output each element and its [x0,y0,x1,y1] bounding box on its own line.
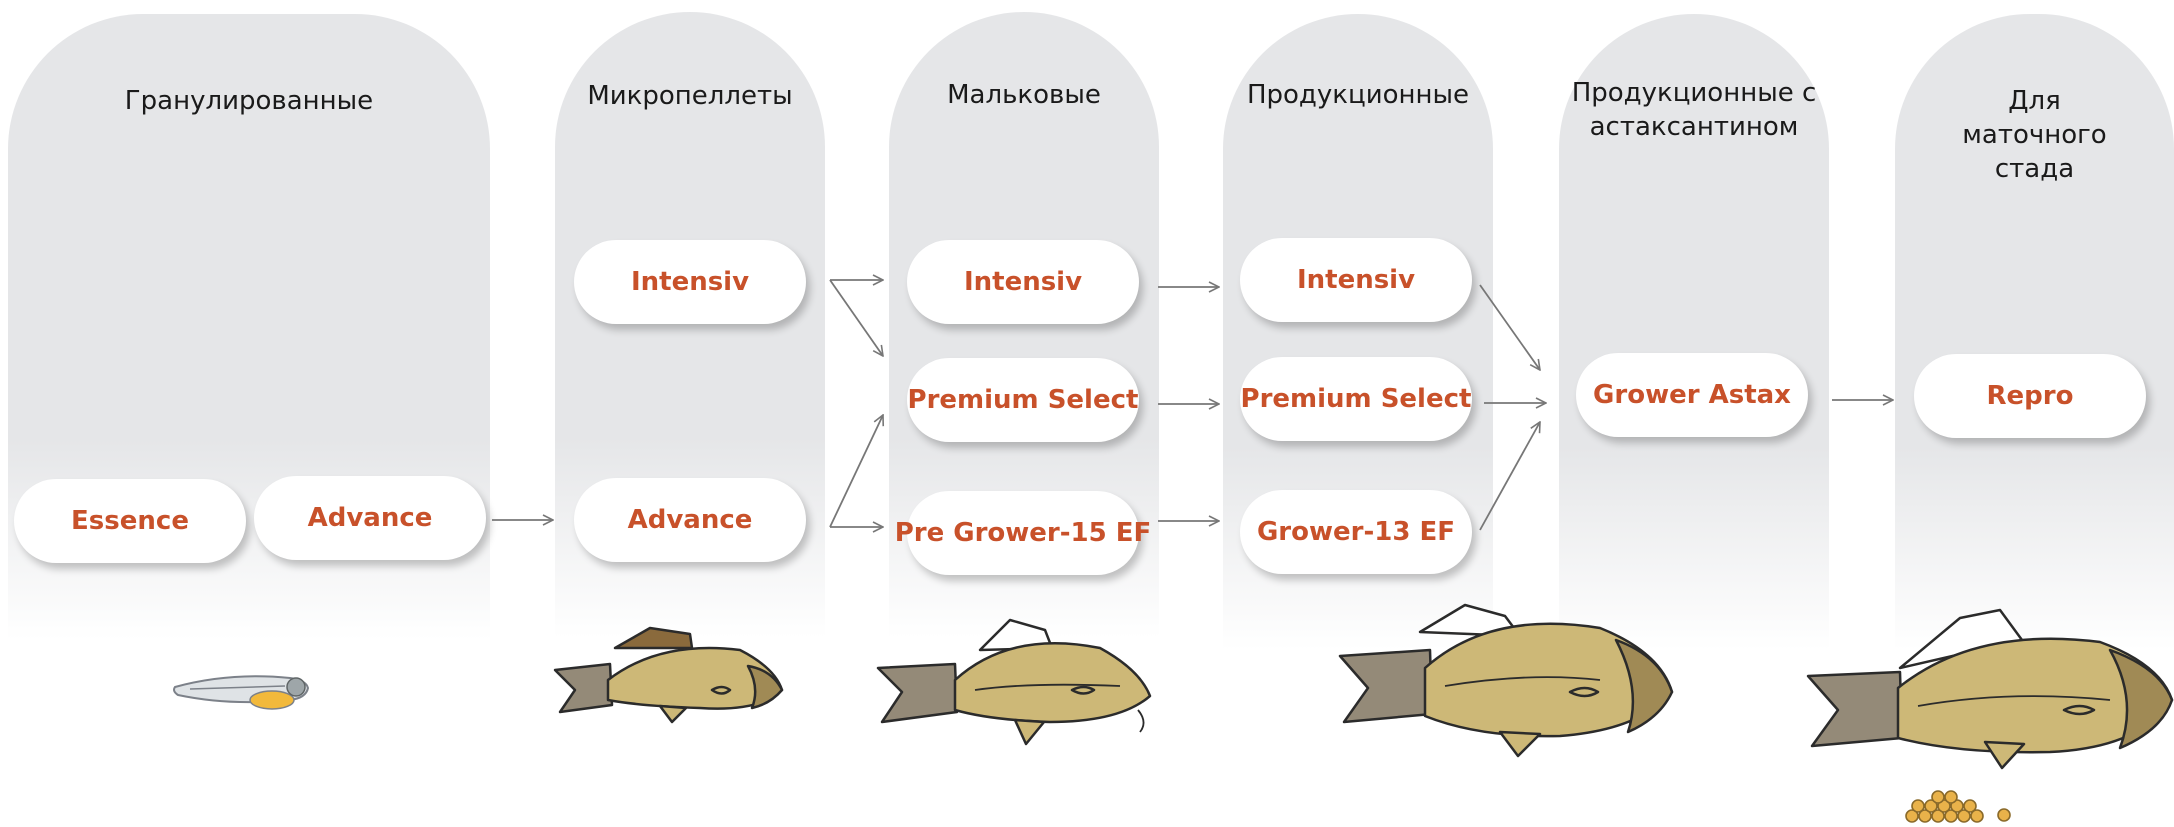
arrow-advance-micro-to-premium [829,415,883,528]
fish-small-icon [553,626,784,724]
feed-advance-granulated[interactable]: Advance [254,476,486,560]
feed-essence[interactable]: Essence [14,479,246,563]
feed-premium-select-prod[interactable]: Premium Select [1240,357,1472,441]
column-title: Продукционные с астаксантином [1571,78,1817,142]
arrow-intensiv-micro-to-premium [829,279,883,356]
fish-fry-icon [876,618,1152,746]
arrow-intensiv-prod-to-astax [1479,284,1540,370]
feed-intensiv-prod[interactable]: Intensiv [1240,238,1472,322]
column-title: Для маточного стада [1962,86,2107,184]
feed-pre-grower[interactable]: Pre Grower-15 EF [895,491,1151,575]
column-astaxanthin: Продукционные с астаксантином [1559,14,1829,650]
feed-repro[interactable]: Repro [1914,354,2146,438]
feed-intensiv-fry[interactable]: Intensiv [907,240,1139,324]
arrow-grower-to-astax [1479,422,1540,531]
column-title: Гранулированные [124,86,374,116]
eggs-icon [1905,790,2011,823]
feed-intensiv-micro[interactable]: Intensiv [574,240,806,324]
column-title: Микропеллеты [587,81,793,111]
feed-grower-13[interactable]: Grower-13 EF [1240,490,1472,574]
feed-grower-astax[interactable]: Grower Astax [1576,353,1808,437]
fish-broodstock-icon [1806,608,2174,770]
feed-premium-select-fry[interactable]: Premium Select [907,358,1139,442]
larva-icon [173,675,310,710]
fish-production-icon [1338,603,1674,758]
column-title: Мальковые [947,80,1101,110]
column-title: Продукционные [1246,80,1470,110]
column-broodstock: Для маточного стада [1895,14,2174,650]
feed-advance-micro[interactable]: Advance [574,478,806,562]
